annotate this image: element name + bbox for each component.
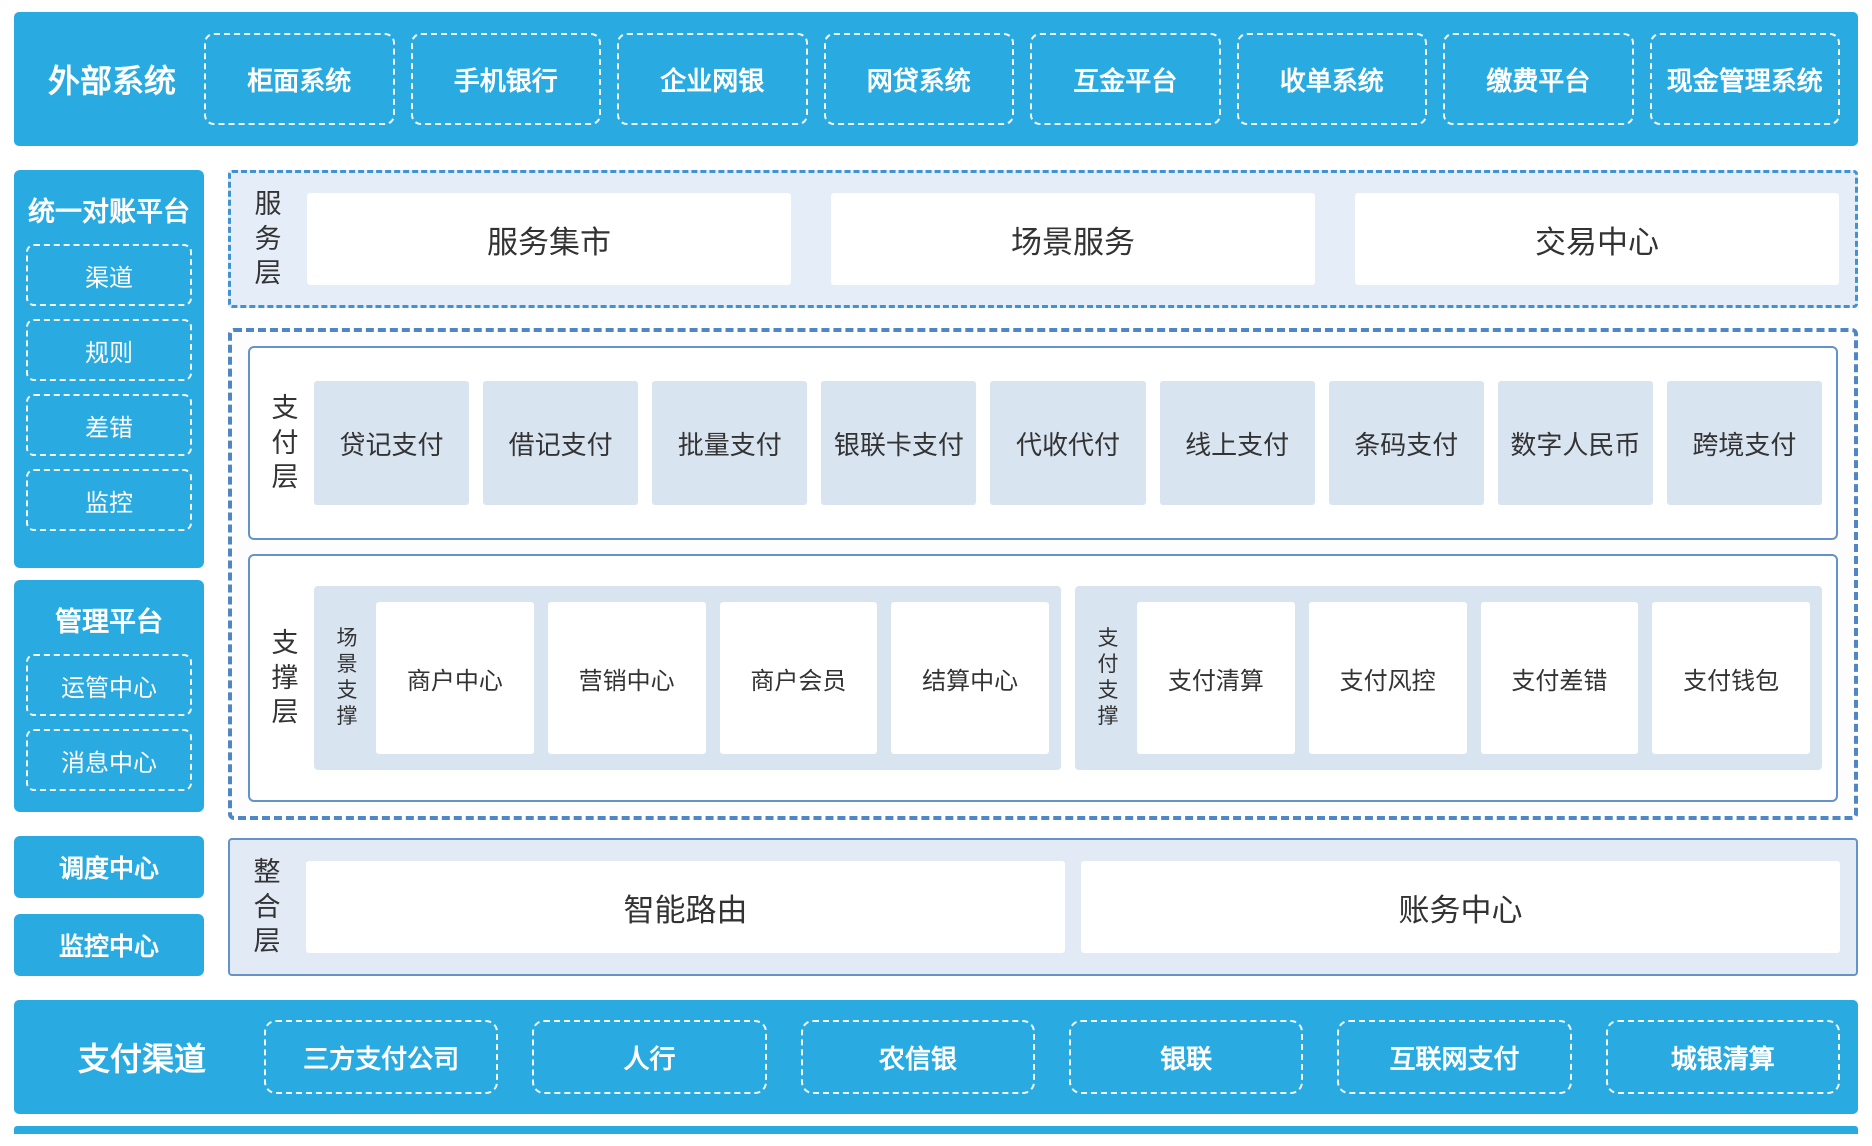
reconciliation-item: 渠道 xyxy=(26,244,192,306)
management-item: 运管中心 xyxy=(26,654,192,716)
reconciliation-item: 监控 xyxy=(26,469,192,531)
scheduling-center-block: 调度中心 xyxy=(14,836,204,898)
payment-node: 跨境支付 xyxy=(1666,381,1822,505)
cutoff-blue-strip xyxy=(14,1126,1858,1134)
service-layer-panel: 服务层 服务集市 场景服务 交易中心 xyxy=(228,170,1858,308)
management-platform-title: 管理平台 xyxy=(55,607,163,637)
reconciliation-item: 规则 xyxy=(26,319,192,381)
support-node: 支付钱包 xyxy=(1652,602,1810,754)
external-system-item: 手机银行 xyxy=(410,33,601,125)
payment-node: 数字人民币 xyxy=(1497,381,1653,505)
external-system-item: 柜面系统 xyxy=(204,33,395,125)
external-system-item: 互金平台 xyxy=(1030,33,1221,125)
payment-channel-item: 互联网支付 xyxy=(1337,1020,1572,1094)
integration-node: 账务中心 xyxy=(1081,861,1840,953)
payment-channels-items: 三方支付公司 人行 农信银 银联 互联网支付 城银清算 xyxy=(264,1020,1840,1094)
left-sidebar: 统一对账平台 渠道 规则 差错 监控 管理平台 运管中心 消息中心 调度中心 监… xyxy=(14,170,204,978)
reconciliation-platform-title: 统一对账平台 xyxy=(28,197,190,227)
scene-support-boxes: 商户中心 营销中心 商户会员 结算中心 xyxy=(376,602,1049,754)
integration-layer-panel: 整合层 智能路由 账务中心 xyxy=(228,838,1858,976)
payment-support-boxes: 支付清算 支付风控 支付差错 支付钱包 xyxy=(1137,602,1810,754)
service-node: 交易中心 xyxy=(1355,193,1839,285)
support-layer-label: 支撑层 xyxy=(264,626,306,730)
support-node: 营销中心 xyxy=(547,602,706,754)
payment-layer-label-text: 支付层 xyxy=(271,393,299,493)
support-node: 支付差错 xyxy=(1480,602,1639,754)
support-node: 商户会员 xyxy=(719,602,878,754)
payment-node: 条码支付 xyxy=(1328,381,1484,505)
service-layer-boxes: 服务集市 场景服务 交易中心 xyxy=(307,193,1839,285)
payment-channel-item: 人行 xyxy=(532,1020,767,1094)
payment-support-group: 支付支撑 支付清算 支付风控 支付差错 支付钱包 xyxy=(1075,586,1822,770)
core-layers-wrapper: 支付层 贷记支付 借记支付 批量支付 银联卡支付 代收代付 线上支付 条码支付 … xyxy=(228,328,1858,820)
support-node: 支付清算 xyxy=(1137,602,1295,754)
payment-channel-item: 农信银 xyxy=(800,1020,1035,1094)
service-layer-label: 服务层 xyxy=(247,187,289,291)
reconciliation-item: 差错 xyxy=(26,394,192,456)
external-system-item: 企业网银 xyxy=(617,33,808,125)
main-content: 服务层 服务集市 场景服务 交易中心 支付层 贷记支付 借记支付 xyxy=(228,170,1858,978)
service-node: 服务集市 xyxy=(307,193,791,285)
external-systems-bar: 外部系统 柜面系统 手机银行 企业网银 网贷系统 互金平台 收单系统 缴费平台 … xyxy=(14,12,1858,146)
scene-support-label-text: 场景支撑 xyxy=(336,626,358,729)
payment-support-label-text: 支付支撑 xyxy=(1097,626,1119,729)
payment-node: 代收代付 xyxy=(990,381,1146,505)
service-layer-label-text: 服务层 xyxy=(254,189,282,289)
external-system-item: 缴费平台 xyxy=(1443,33,1634,125)
reconciliation-platform-panel: 统一对账平台 渠道 规则 差错 监控 xyxy=(14,170,204,568)
payment-node: 线上支付 xyxy=(1159,381,1315,505)
integration-layer-label-text: 整合层 xyxy=(253,857,281,957)
external-system-item: 现金管理系统 xyxy=(1649,33,1840,125)
external-systems-items: 柜面系统 手机银行 企业网银 网贷系统 互金平台 收单系统 缴费平台 现金管理系… xyxy=(204,33,1840,125)
payment-node: 贷记支付 xyxy=(314,381,470,505)
support-layer-panel: 支撑层 场景支撑 商户中心 营销中心 商户会员 结算中心 xyxy=(248,554,1838,802)
monitoring-center-block: 监控中心 xyxy=(14,914,204,976)
integration-node: 智能路由 xyxy=(306,861,1065,953)
payment-channel-item: 城银清算 xyxy=(1605,1020,1840,1094)
integration-layer-boxes: 智能路由 账务中心 xyxy=(306,861,1840,953)
management-platform-panel: 管理平台 运管中心 消息中心 xyxy=(14,580,204,812)
support-node: 商户中心 xyxy=(376,602,534,754)
payment-layer-label: 支付层 xyxy=(264,391,306,495)
support-node: 结算中心 xyxy=(891,602,1049,754)
payment-support-label: 支付支撑 xyxy=(1087,626,1129,731)
payment-channels-title: 支付渠道 xyxy=(77,1041,206,1077)
service-node: 场景服务 xyxy=(831,193,1315,285)
middle-region: 统一对账平台 渠道 规则 差错 监控 管理平台 运管中心 消息中心 调度中心 监… xyxy=(14,170,1858,978)
support-layer-groups: 场景支撑 商户中心 营销中心 商户会员 结算中心 支付支撑 xyxy=(314,586,1822,770)
payment-node: 批量支付 xyxy=(652,381,808,505)
external-system-item: 网贷系统 xyxy=(823,33,1014,125)
payment-channels-bar: 支付渠道 三方支付公司 人行 农信银 银联 互联网支付 城银清算 xyxy=(14,1000,1858,1114)
external-system-item: 收单系统 xyxy=(1236,33,1427,125)
integration-layer-label: 整合层 xyxy=(246,855,288,959)
payment-layer-panel: 支付层 贷记支付 借记支付 批量支付 银联卡支付 代收代付 线上支付 条码支付 … xyxy=(248,346,1838,540)
payment-channel-item: 银联 xyxy=(1068,1020,1304,1094)
payment-channel-item: 三方支付公司 xyxy=(264,1020,499,1094)
external-systems-title: 外部系统 xyxy=(47,63,176,99)
support-layer-label-text: 支撑层 xyxy=(271,628,299,728)
scene-support-group: 场景支撑 商户中心 营销中心 商户会员 结算中心 xyxy=(314,586,1061,770)
payment-node: 借记支付 xyxy=(483,381,639,505)
payment-node: 银联卡支付 xyxy=(821,381,977,505)
support-node: 支付风控 xyxy=(1308,602,1467,754)
management-item: 消息中心 xyxy=(26,729,192,791)
payment-layer-boxes: 贷记支付 借记支付 批量支付 银联卡支付 代收代付 线上支付 条码支付 数字人民… xyxy=(314,381,1822,505)
scene-support-label: 场景支撑 xyxy=(326,626,368,731)
